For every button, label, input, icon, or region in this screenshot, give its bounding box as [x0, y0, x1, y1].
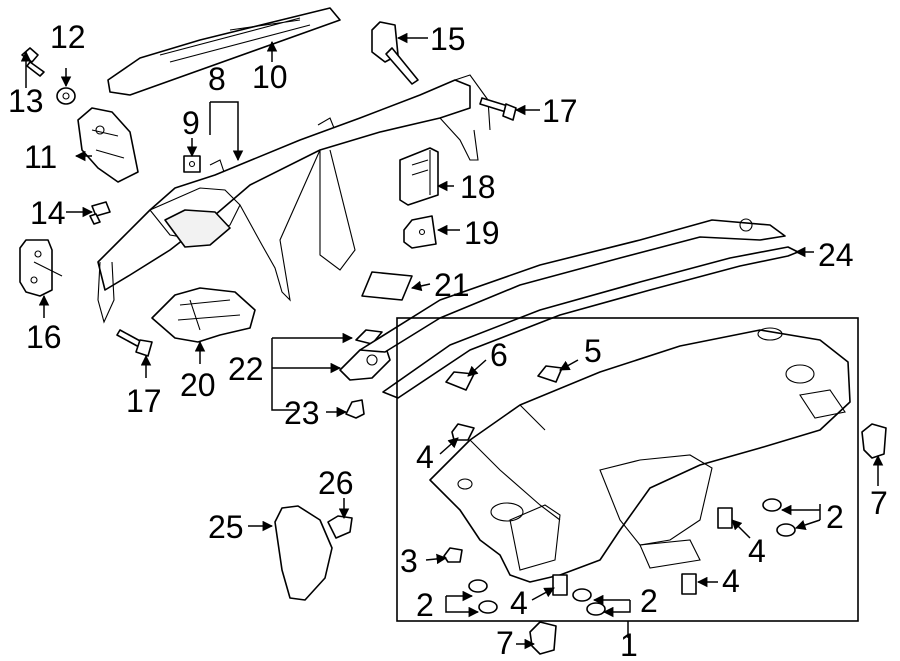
callout-6: 6: [490, 337, 508, 373]
part-10-upper-panel: [107, 7, 341, 96]
callout-25: 25: [208, 509, 244, 545]
callout-8: 8: [208, 61, 226, 97]
part-23-clip: [345, 399, 365, 419]
callout-13: 13: [8, 83, 44, 119]
part-1-dash-panel: [429, 327, 851, 583]
callout-1: 1: [620, 627, 638, 661]
cross-car-beam: [97, 74, 491, 324]
callout-20: 20: [180, 367, 216, 403]
part-12-nut: [56, 87, 76, 105]
callout-2-left: 2: [416, 587, 434, 623]
callout-10: 10: [252, 59, 288, 95]
callout-23: 23: [284, 395, 320, 431]
callout-17-upper: 17: [542, 93, 578, 129]
callout-17-lower: 17: [126, 383, 162, 419]
part-5-clip: [537, 365, 563, 383]
part-14-bolt: [89, 201, 111, 225]
callout-labels: 1 2 2 2 3 4 4 4 4 5 6 7 7 8 9 10 11 12 1…: [8, 19, 888, 661]
part-15-bracket: [371, 21, 419, 85]
part-22-insert: [355, 329, 383, 345]
callout-4-bottom: 4: [510, 585, 528, 621]
callout-9: 9: [182, 105, 200, 141]
part-4-clip-c: [552, 574, 568, 596]
part-11-bracket: [77, 107, 139, 183]
callout-2-middle: 2: [640, 583, 658, 619]
part-7-clip-bottom: [529, 621, 557, 655]
part-17-bolt-upper: [479, 97, 517, 121]
callout-3: 3: [400, 543, 418, 579]
part-9-clip: [183, 155, 201, 173]
part-20-duct: [151, 287, 256, 343]
callout-24: 24: [818, 237, 854, 273]
callout-19: 19: [464, 215, 500, 251]
callout-7-right: 7: [870, 485, 888, 521]
part-2-caps-right: [762, 498, 796, 537]
callout-15: 15: [430, 21, 466, 57]
leader-lines: [20, 32, 884, 650]
part-4-clip-d: [681, 573, 697, 595]
callout-2-right: 2: [826, 499, 844, 535]
part-18-module: [399, 147, 439, 206]
callout-22: 22: [228, 351, 264, 387]
part-3-clip: [443, 547, 463, 563]
callout-11: 11: [24, 139, 57, 175]
callout-18: 18: [460, 169, 496, 205]
callout-16: 16: [26, 319, 62, 355]
callout-7-bottom: 7: [496, 625, 514, 661]
part-2-caps-middle: [572, 588, 606, 616]
callout-26: 26: [318, 465, 354, 501]
part-4-clip-b: [717, 507, 733, 529]
part-16-bracket: [19, 239, 63, 297]
part-7-clip-right: [861, 423, 887, 459]
part-21-pad: [361, 271, 413, 301]
callout-5: 5: [584, 333, 602, 369]
callout-4-upper: 4: [416, 439, 434, 475]
callout-4-lower-right: 4: [722, 563, 740, 599]
callout-14: 14: [30, 195, 66, 231]
part-26-clip: [327, 515, 353, 539]
part-19-bracket: [403, 215, 437, 249]
callout-4-right: 4: [748, 533, 766, 569]
callout-21: 21: [434, 267, 470, 303]
part-24-trim: [359, 218, 799, 399]
part-25-end-cap: [274, 505, 333, 601]
part-17-bolt-lower: [116, 329, 153, 357]
part-4-clip-a: [451, 423, 475, 441]
callout-12: 12: [50, 19, 86, 55]
part-2-caps-left: [468, 579, 498, 614]
